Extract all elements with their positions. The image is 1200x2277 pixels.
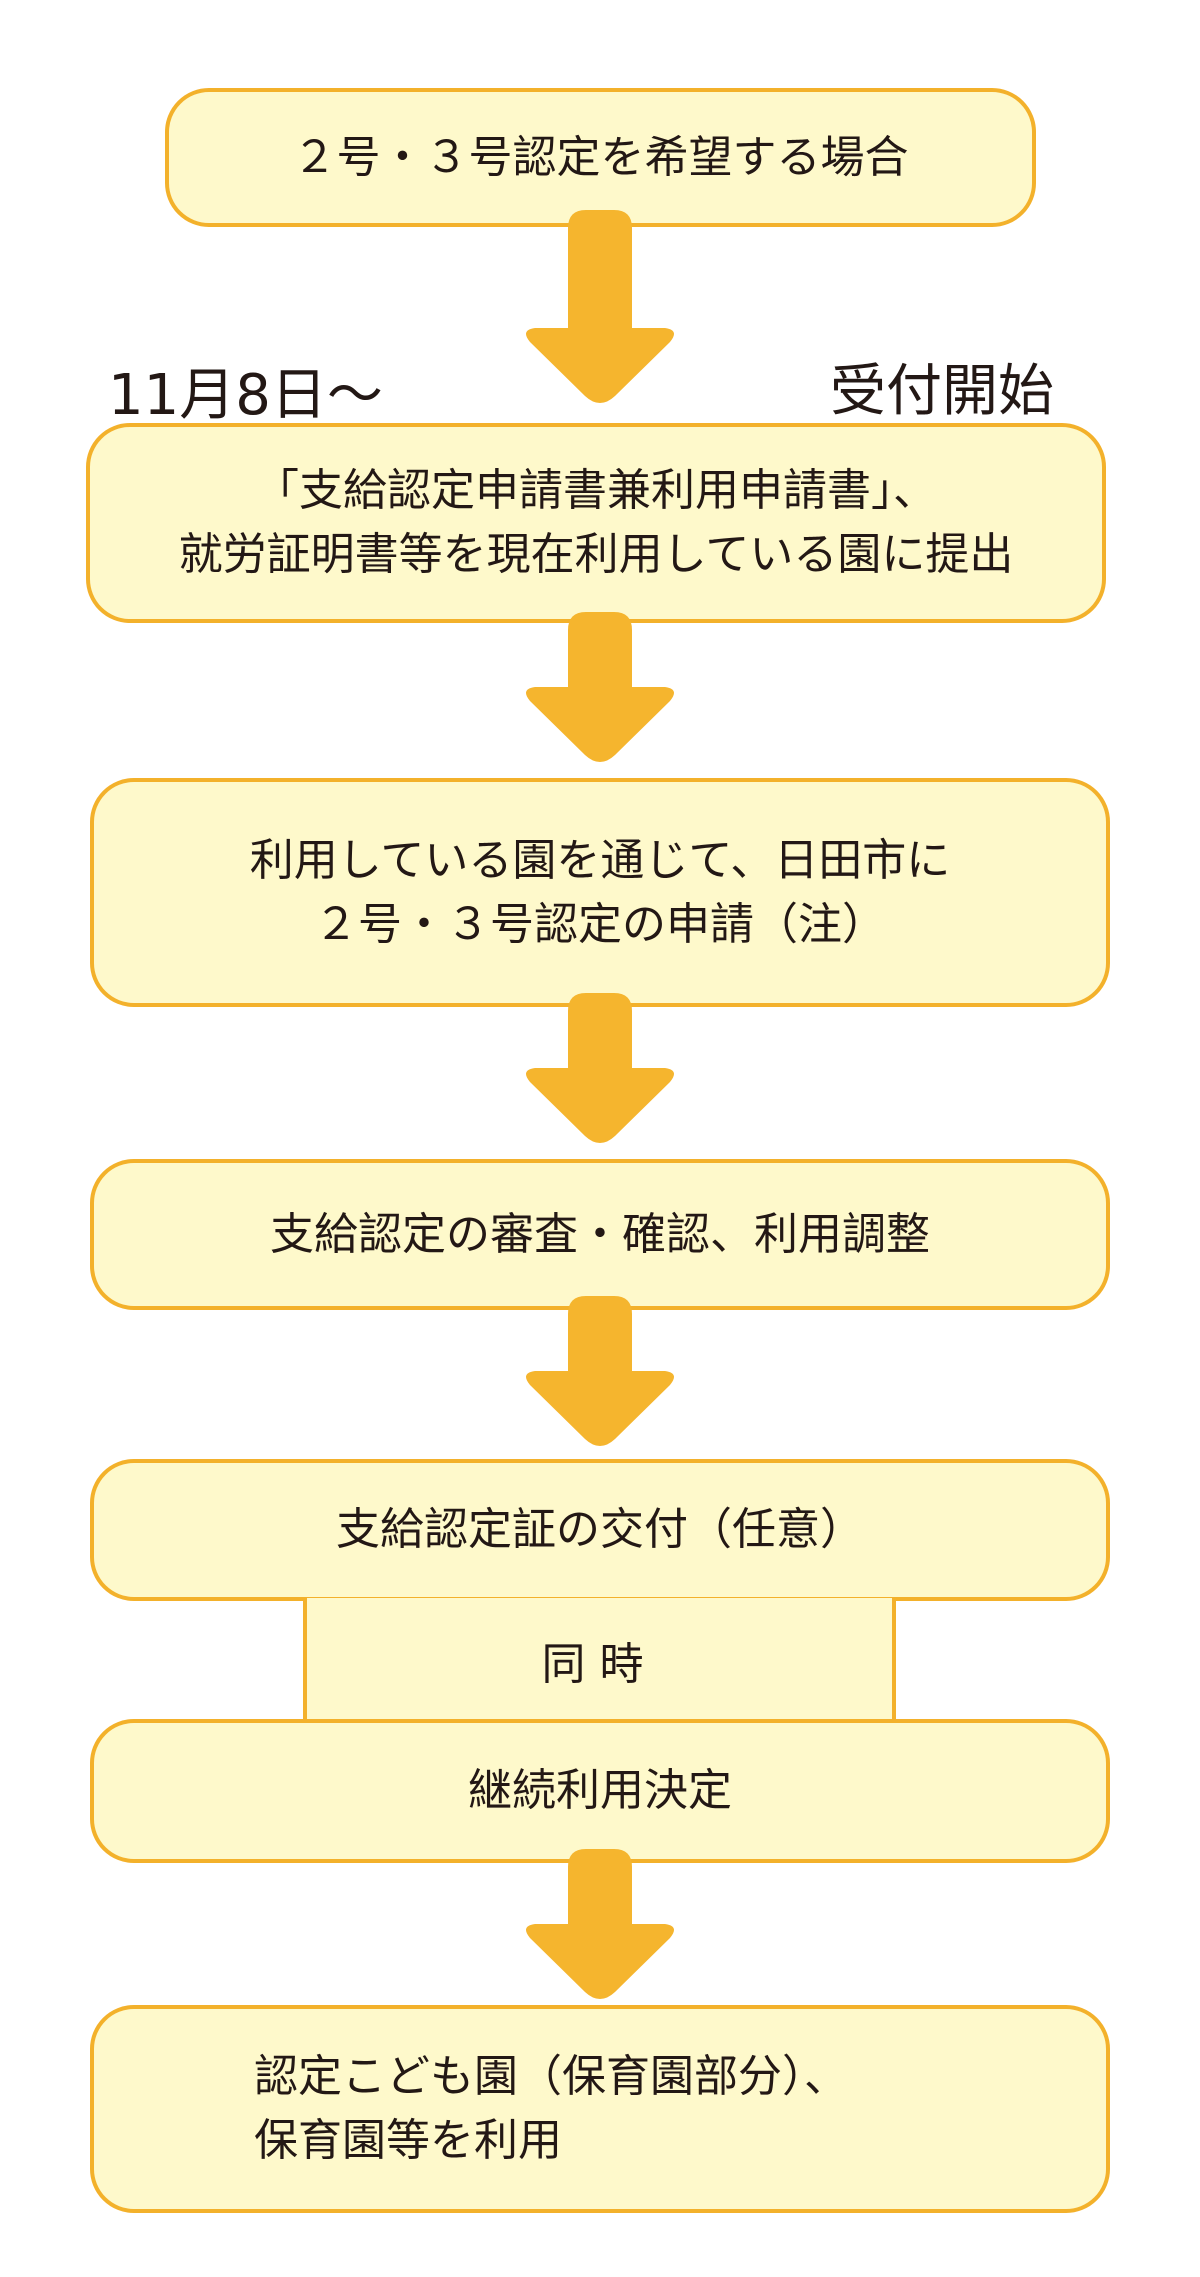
- step-box-1: ２号・３号認定を希望する場合: [165, 88, 1036, 227]
- reception-start-label: 受付開始: [830, 359, 1054, 424]
- step-box-7: 認定こども園（保育園部分）、 保育園等を利用: [90, 2005, 1110, 2213]
- down-arrow-icon: [526, 1296, 674, 1446]
- step-text: 支給認定証の交付（任意）: [336, 1504, 864, 1556]
- down-arrow-icon: [526, 1849, 674, 1999]
- step-box-4: 支給認定の審査・確認、利用調整: [90, 1159, 1110, 1310]
- step-box-5: 支給認定証の交付（任意）: [90, 1459, 1110, 1601]
- step-text: 支給認定の審査・確認、利用調整: [270, 1208, 930, 1260]
- step-box-2: 「支給認定申請書兼利用申請書」、 就労証明書等を現在利用している園に提出: [86, 423, 1106, 623]
- step-text: 「支給認定申請書兼利用申請書」、 就労証明書等を現在利用している園に提出: [178, 465, 1014, 580]
- step-box-3: 利用している園を通じて、日田市に ２号・３号認定の申請（注）: [90, 778, 1110, 1007]
- step-text: ２号・３号認定を希望する場合: [292, 131, 909, 183]
- down-arrow-icon: [526, 210, 674, 403]
- step-text: 利用している園を通じて、日田市に ２号・３号認定の申請（注）: [249, 834, 951, 950]
- down-arrow-icon: [526, 993, 674, 1143]
- simultaneous-connector: 同時: [303, 1598, 896, 1722]
- step-text: 継続利用決定: [468, 1765, 732, 1817]
- down-arrow-icon: [526, 612, 674, 762]
- start-date-label: 11月8日〜: [108, 363, 383, 428]
- step-box-6: 継続利用決定: [90, 1719, 1110, 1863]
- connector-text: 同時: [541, 1639, 658, 1690]
- step-text: 認定こども園（保育園部分）、 保育園等を利用: [254, 2051, 848, 2166]
